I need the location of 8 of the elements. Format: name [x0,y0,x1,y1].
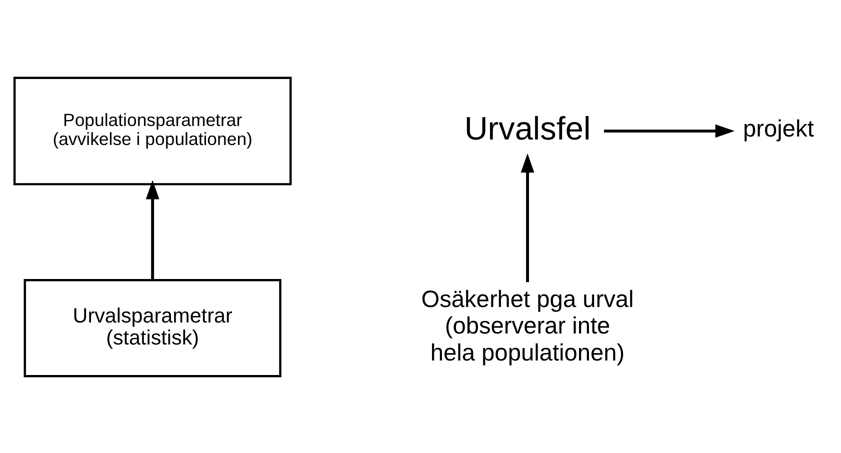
node-box: Urvalsparametrar (statistisk) [24,278,282,377]
arrow [146,180,160,280]
node-text: projekt [743,116,814,142]
arrow [604,124,735,138]
arrow [520,152,534,282]
node-text: Urvalsfel [464,110,591,146]
node-box: Populationsparametrar (avvikelse i populationen) [13,76,292,185]
node-text: Osäkerhet pga urval (observerar inte hela populationen) [421,286,634,366]
